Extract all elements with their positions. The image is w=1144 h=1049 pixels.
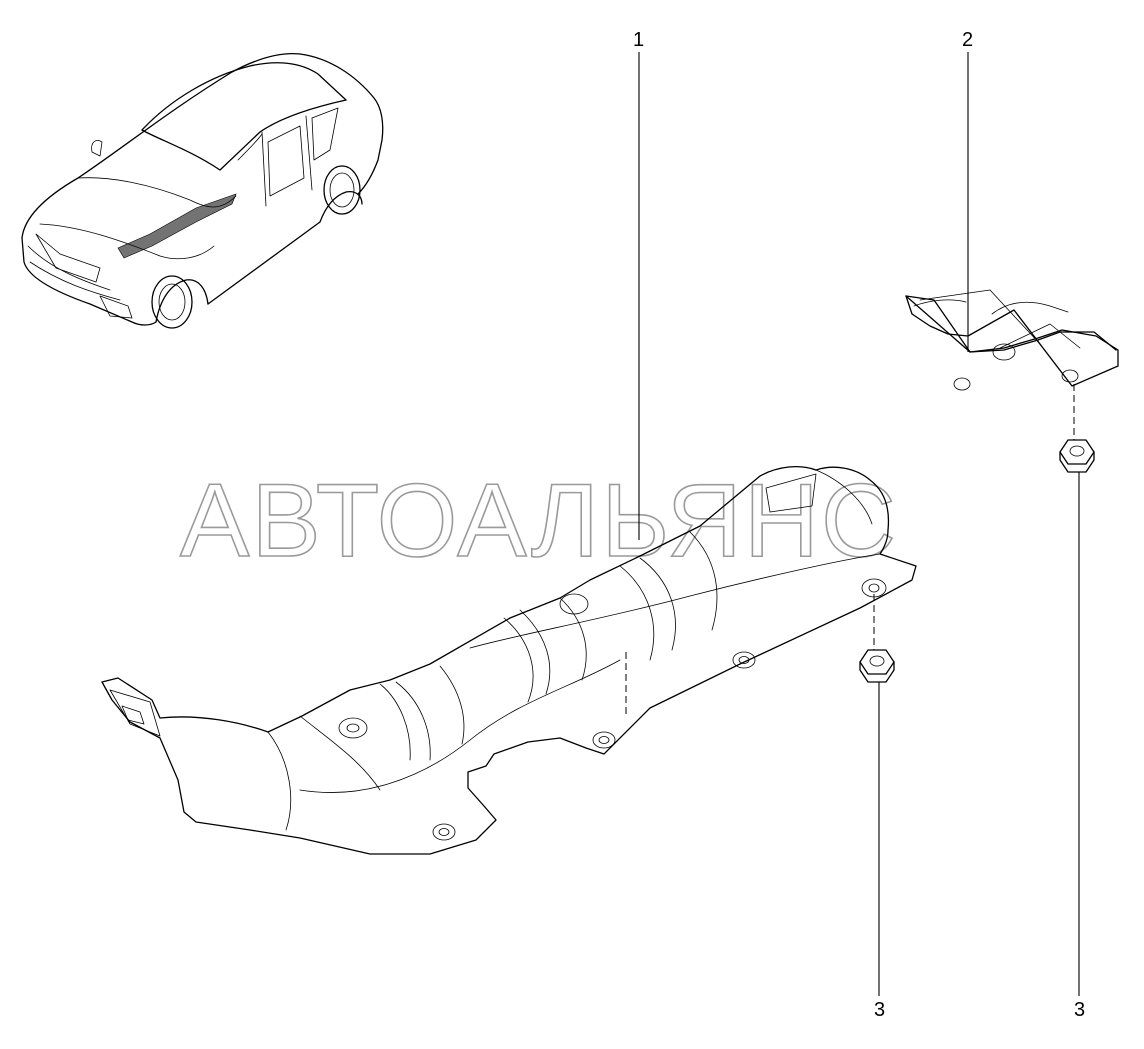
heat-shield-part-1 [101, 465, 917, 855]
nut-part-3-left [859, 649, 895, 683]
heat-shield-part-2 [905, 289, 1119, 391]
callout-1: 1 [633, 29, 644, 51]
callout-3-right: 3 [1074, 999, 1085, 1021]
car-locator-illustration [21, 52, 384, 329]
callout-3-left: 3 [874, 999, 885, 1021]
nut-part-3-right [1059, 439, 1095, 473]
callout-2: 2 [962, 29, 973, 51]
watermark-text: АВТОАЛЬЯНС [180, 463, 898, 579]
